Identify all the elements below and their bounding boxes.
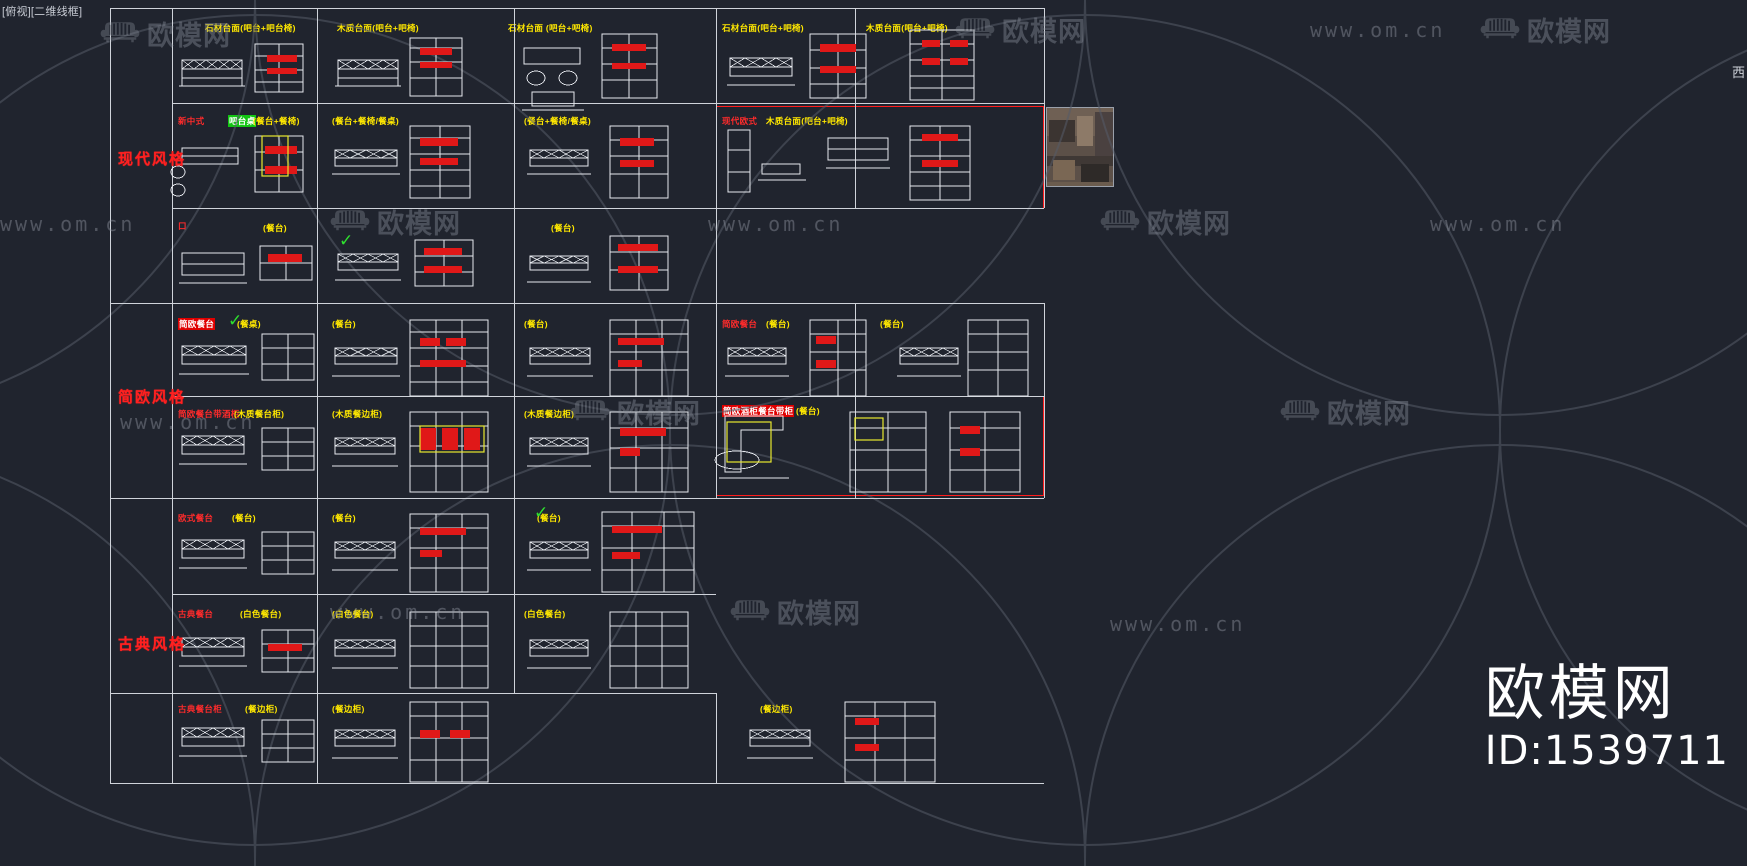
- drawing-sheet[interactable]: 现代风格 简欧风格 古典风格: [110, 8, 1050, 784]
- watermark-url: www.om.cn: [1430, 212, 1566, 236]
- render-thumbnail[interactable]: [1046, 107, 1114, 187]
- style-band-label: 现代风格: [118, 151, 187, 168]
- watermark-text: 欧模网: [1327, 399, 1411, 429]
- watermark-logo: 欧模网: [1480, 10, 1611, 49]
- watermark-text: 欧模网: [1147, 209, 1231, 239]
- style-band-label: 古典风格: [118, 636, 187, 653]
- style-band-label: 简欧风格: [118, 389, 187, 406]
- brand-logo-text: 欧模网: [1484, 660, 1677, 728]
- watermark-url: www.om.cn: [1310, 18, 1446, 42]
- viewport-label: [俯视][二维线框]: [2, 6, 83, 18]
- watermark-url: www.om.cn: [1110, 612, 1246, 636]
- sofa-icon: [1280, 396, 1320, 427]
- sofa-icon: [1480, 14, 1520, 45]
- edge-clipped-text: 西: [1731, 65, 1745, 80]
- watermark-logo: 欧模网: [1280, 392, 1411, 431]
- watermark-logo: 欧模网: [1100, 202, 1231, 241]
- brand-logo: 欧模网 ID:1539711: [1485, 662, 1729, 774]
- elevation-drawings: [170, 29, 1029, 783]
- model-id-text: ID:1539711: [1484, 728, 1729, 774]
- sofa-icon: [1100, 206, 1140, 237]
- watermark-text: 欧模网: [1527, 17, 1611, 47]
